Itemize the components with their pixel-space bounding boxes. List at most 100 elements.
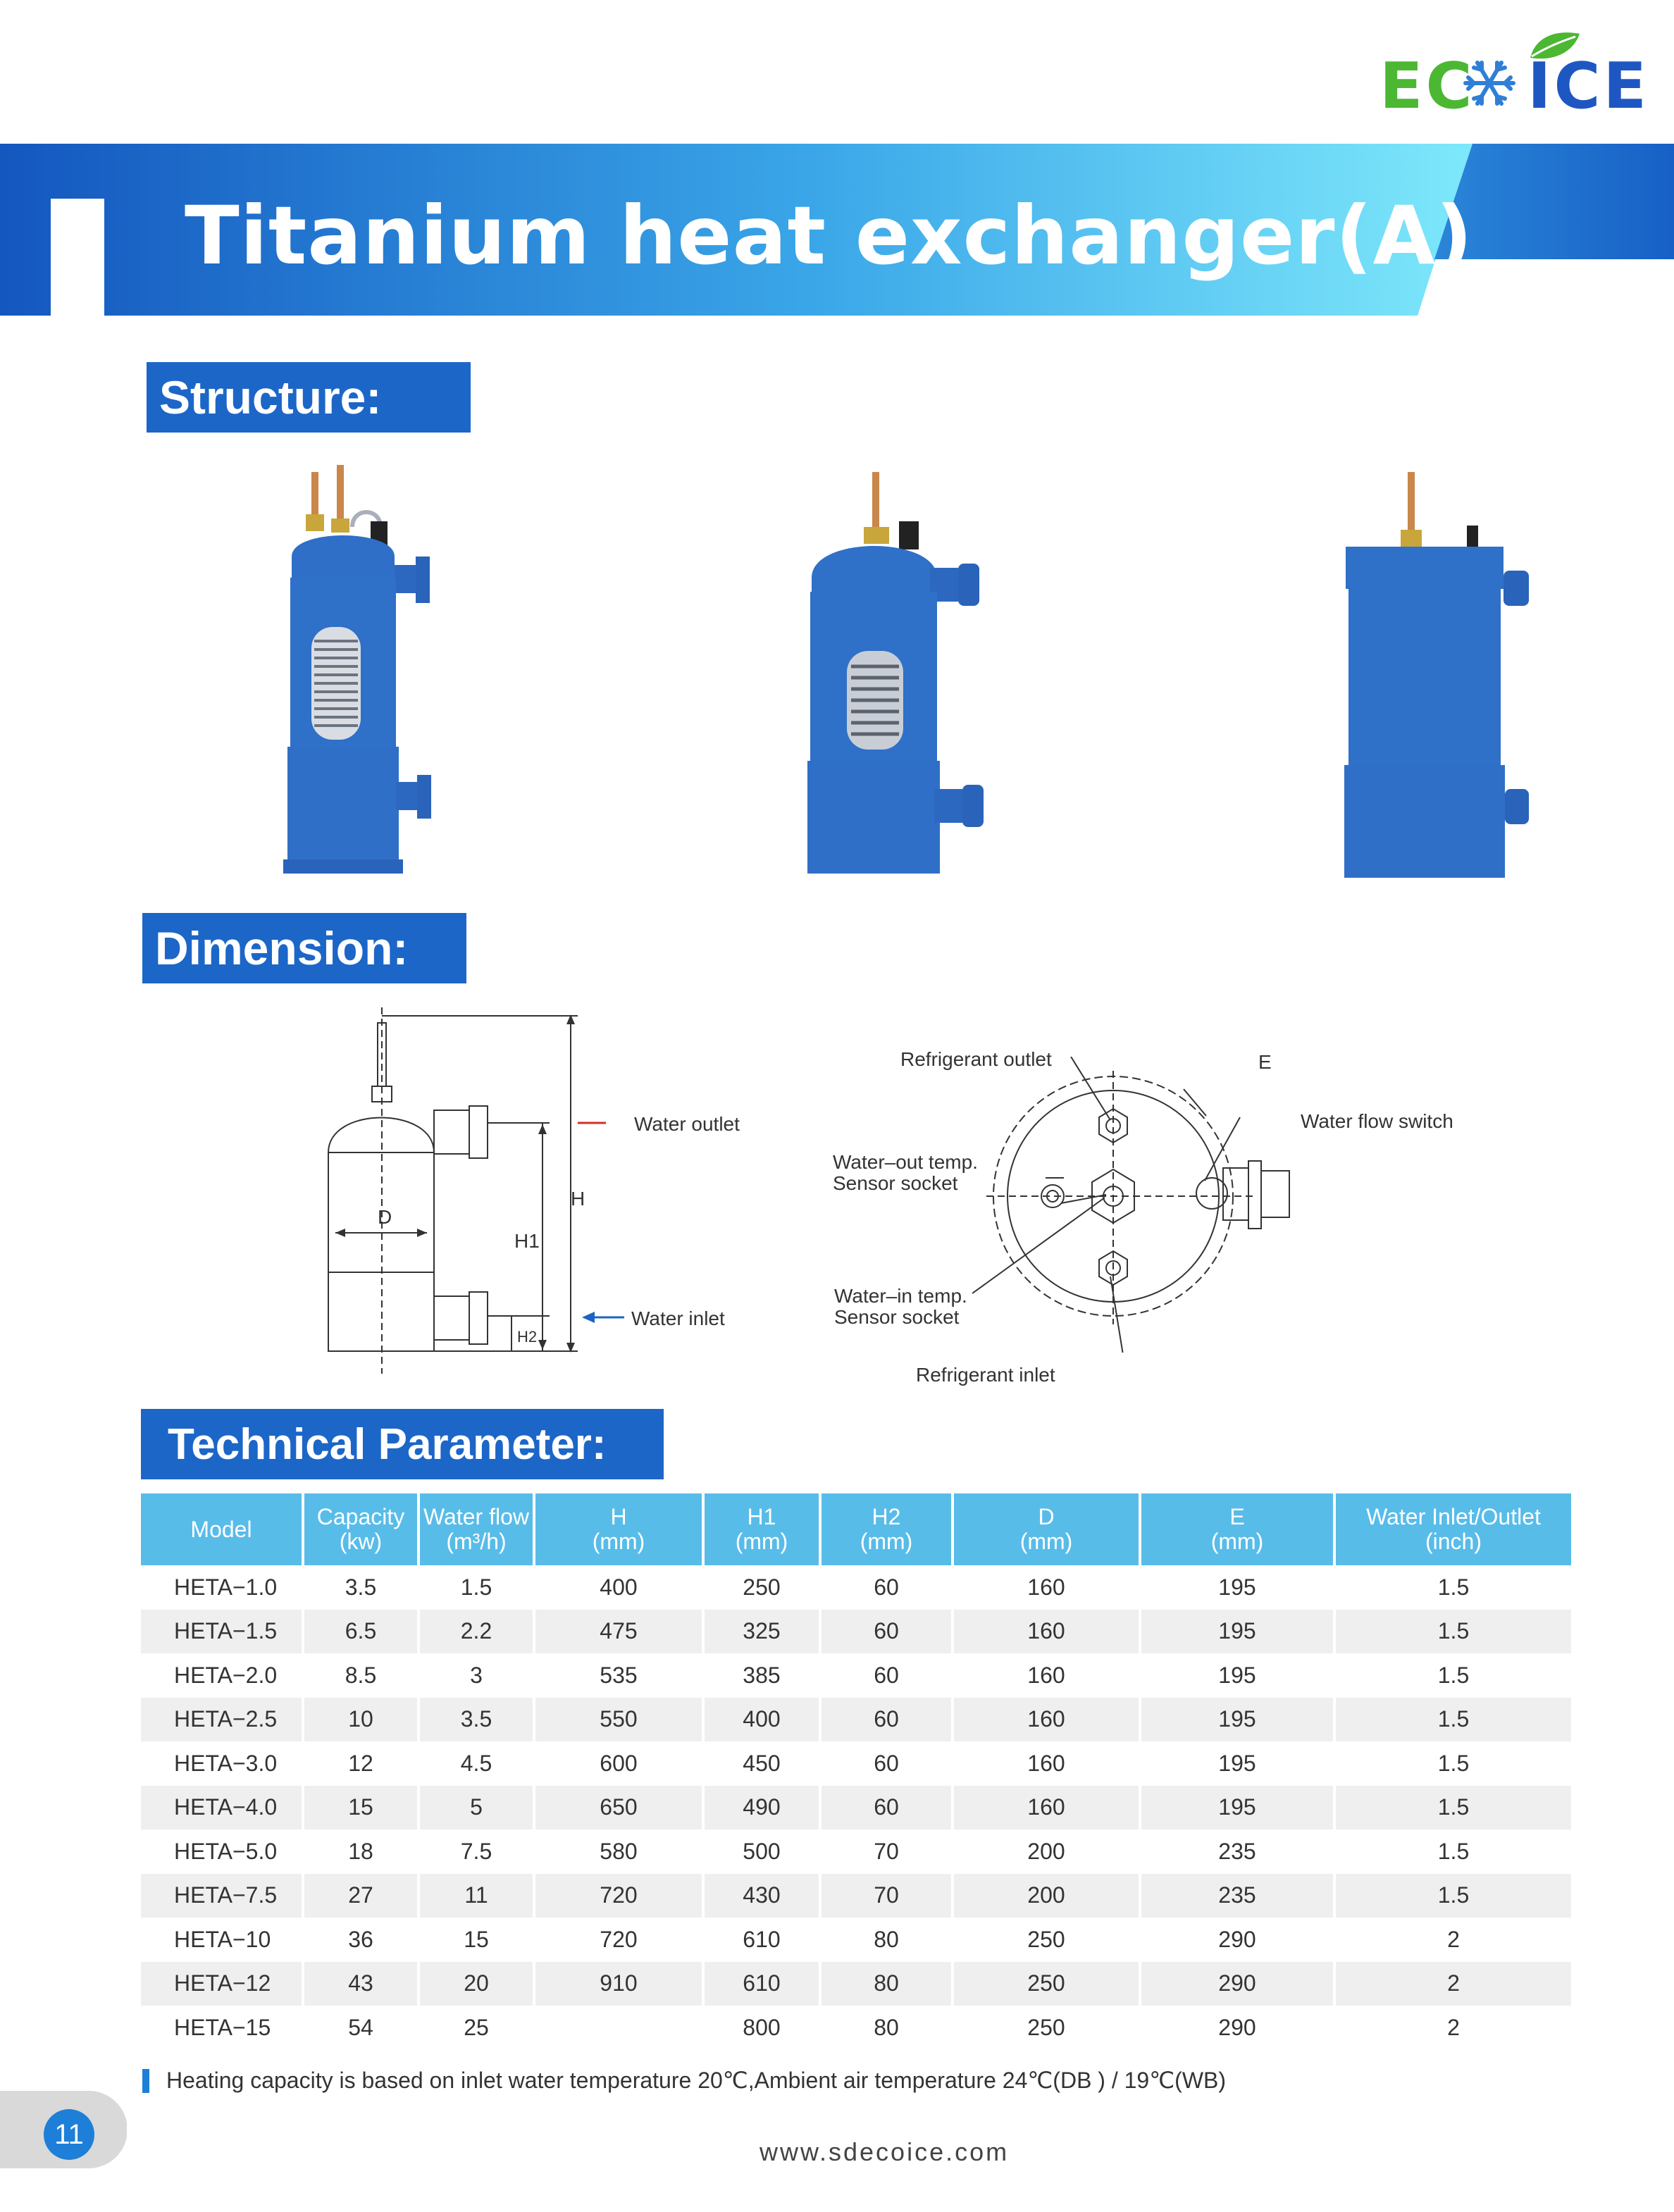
table-cell: 910 [535, 1961, 705, 2006]
note-marker [142, 2069, 149, 2093]
table-cell: 70 [822, 1873, 954, 1918]
header-water-inlet-outlet: Water Inlet/Outlet(inch) [1336, 1493, 1571, 1565]
table-cell: 60 [822, 1697, 954, 1741]
table-cell: 3 [420, 1653, 535, 1698]
brand-logo: EC ICE [1374, 28, 1647, 123]
table-cell: 250 [954, 1961, 1141, 2006]
table-cell: 290 [1141, 1961, 1336, 2006]
table-cell: 250 [954, 1918, 1141, 1962]
header-h1: H1(mm) [705, 1493, 822, 1565]
header-d: D(mm) [954, 1493, 1141, 1565]
snowflake-leaf-icon [1463, 32, 1580, 106]
header-h: H(mm) [535, 1493, 705, 1565]
table-cell: 195 [1141, 1565, 1336, 1610]
table-cell: 490 [705, 1785, 822, 1829]
table-cell: 650 [535, 1785, 705, 1829]
label-water-outlet: Water outlet [634, 1113, 740, 1135]
label-water-out-socket: Sensor socket [833, 1172, 958, 1194]
table-header-row: Model Capacity(kw) Water flow(m³/h) H(mm… [141, 1493, 1571, 1565]
section-label-structure: Structure: [147, 362, 471, 433]
dim-label-E: E [1258, 1051, 1272, 1073]
table-cell: 1.5 [1437, 1838, 1470, 1864]
table-cell: 80 [822, 1961, 954, 2006]
table-cell: 1.5 [1336, 1609, 1571, 1653]
table-cell: 535 [535, 1653, 705, 1698]
header-h2: H2(mm) [822, 1493, 954, 1565]
table-cell: 160 [954, 1653, 1141, 1698]
table-cell: 1.5 [1336, 1697, 1571, 1741]
product-image-cutaway-2 [807, 472, 984, 874]
table-cell: 60 [822, 1609, 954, 1653]
cell-model: HETA−1.0 [141, 1565, 304, 1610]
table-cell: 2 [1447, 1926, 1460, 1952]
product-image-closed [1344, 472, 1529, 878]
cell-model: HETA−2.0 [141, 1653, 304, 1698]
label-water-in-temp: Water–in temp. [834, 1285, 967, 1307]
dim-label-H2: H2 [517, 1328, 538, 1346]
table-cell: 160 [954, 1741, 1141, 1786]
label-water-flow-switch: Water flow switch [1301, 1110, 1453, 1132]
header-capacity: Capacity(kw) [304, 1493, 420, 1565]
dim-label-D: D [378, 1206, 392, 1228]
table-cell: 18 [304, 1829, 420, 1874]
cell-model: HETA−3.0 [141, 1741, 304, 1786]
table-cell: 1.5 [1437, 1574, 1470, 1600]
table-cell: 160 [954, 1609, 1141, 1653]
label-refrigerant-outlet: Refrigerant outlet [900, 1048, 1052, 1070]
table-cell: 550 [535, 1697, 705, 1741]
table-cell: 15 [420, 1918, 535, 1962]
table-cell: 7.5 [420, 1829, 535, 1874]
table-cell [535, 2006, 705, 2050]
table-cell: 43 [304, 1961, 420, 2006]
cell-model: HETA−4.0 [141, 1785, 304, 1829]
dim-label-H: H [571, 1188, 585, 1210]
table-cell: 195 [1141, 1785, 1336, 1829]
side-dimension-diagram [327, 1007, 606, 1374]
section-label-technical-parameter: Technical Parameter: [141, 1409, 664, 1479]
table-cell: 385 [705, 1653, 822, 1698]
table-cell: 15 [304, 1785, 420, 1829]
header-model: Model [141, 1493, 304, 1565]
cell-model: HETA−15 [141, 2006, 304, 2050]
label-water-out-temp: Water–out temp. [833, 1151, 978, 1173]
table-cell: 60 [822, 1785, 954, 1829]
table-cell: 235 [1141, 1829, 1336, 1874]
table-cell: 600 [535, 1741, 705, 1786]
table-cell: 8.5 [304, 1653, 420, 1698]
cell-model: HETA−5.0 [141, 1829, 304, 1874]
table-cell: 2.2 [420, 1609, 535, 1653]
table-cell: 195 [1141, 1697, 1336, 1741]
table-cell: 10 [304, 1697, 420, 1741]
table-cell: 3.5 [420, 1697, 535, 1741]
logo-text-eco: EC [1380, 49, 1475, 123]
table-cell: 54 [304, 2006, 420, 2050]
table-cell: 27 [304, 1873, 420, 1918]
table-cell: 3.5 [304, 1565, 420, 1610]
table-cell: 475 [535, 1609, 705, 1653]
table-cell: 11 [420, 1873, 535, 1918]
cell-model: HETA−12 [141, 1961, 304, 2006]
logo-text-ice: ICE [1527, 49, 1650, 123]
table-cell: 1.5 [1336, 1785, 1571, 1829]
table-cell: 60 [822, 1653, 954, 1698]
table-cell: 160 [954, 1565, 1141, 1610]
table-cell: 200 [954, 1829, 1141, 1874]
cell-model: HETA−1.5 [141, 1609, 304, 1653]
technical-parameter-table: Model Capacity(kw) Water flow(m³/h) H(mm… [141, 1493, 1571, 2050]
table-cell: 160 [954, 1785, 1141, 1829]
header-water-flow: Water flow(m³/h) [420, 1493, 535, 1565]
table-cell: 235 [1141, 1873, 1336, 1918]
footnote: Heating capacity is based on inlet water… [166, 2068, 1227, 2093]
table-cell: 2 [1447, 2014, 1460, 2040]
cell-model: HETA−2.5 [141, 1697, 304, 1741]
table-cell: 430 [705, 1873, 822, 1918]
